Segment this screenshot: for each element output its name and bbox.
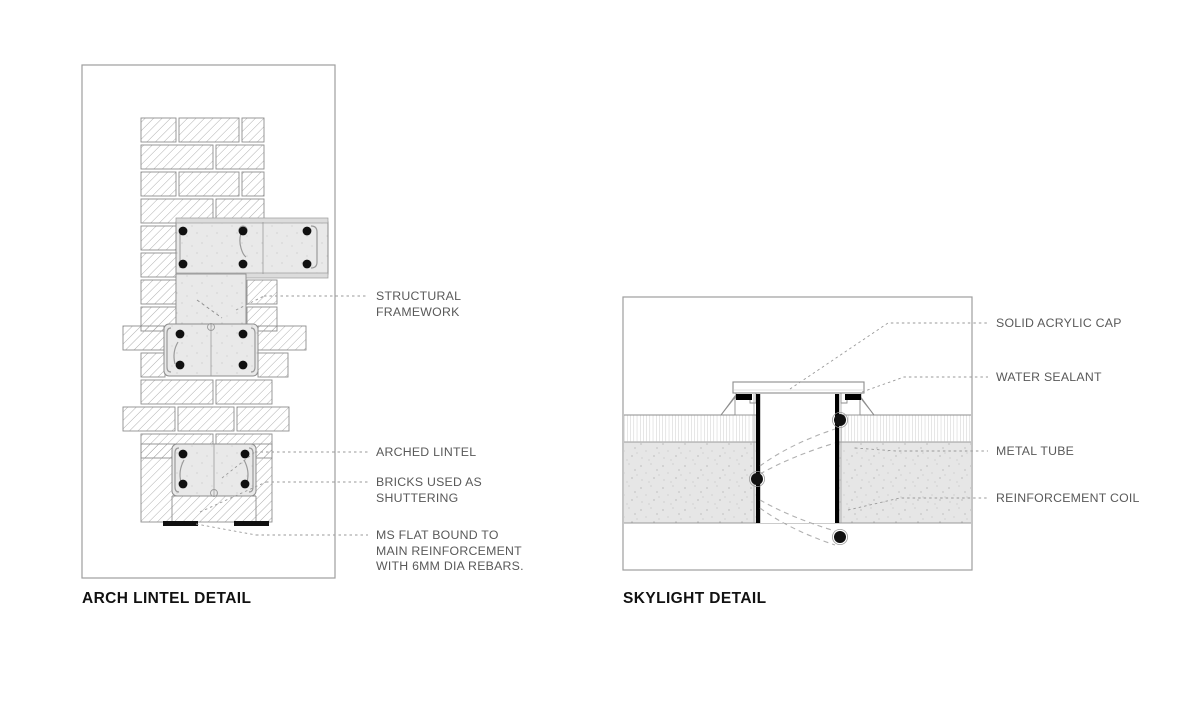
skylight-frame: [622, 296, 973, 571]
callout-arched-lintel: ARCHED LINTEL: [376, 445, 477, 459]
reinforcement-coil: [759, 428, 836, 546]
callout-solid-acrylic-cap: SOLID ACRYLIC CAP: [996, 316, 1122, 330]
callout-bricks-used-as-shuttering: BRICKS USED AS SHUTTERING: [376, 475, 483, 505]
callout-water-sealant: WATER SEALANT: [996, 370, 1102, 384]
kerb-slope-lines: [720, 395, 875, 416]
skylight-detail-title: SKYLIGHT DETAIL: [623, 590, 767, 607]
callout-ms-flat-bound: MS FLAT BOUND TO MAIN REINFORCEMENT WITH…: [376, 528, 524, 573]
mid-lintel: [163, 299, 259, 377]
skylight-leader-lines: [789, 322, 988, 511]
arch-lintel-detail-title: ARCH LINTEL DETAIL: [82, 590, 252, 607]
arch-lintel-detail-group: [81, 64, 368, 579]
skylight-opening: [760, 394, 835, 523]
water-sealant: [736, 394, 861, 400]
upper-concrete-beam: [175, 217, 329, 279]
arch-leader-lines: [195, 295, 368, 536]
lower-arched-lintel: [171, 443, 257, 497]
brick-masonry: [122, 117, 307, 459]
callout-metal-tube: METAL TUBE: [996, 444, 1075, 458]
concrete-pier: [175, 273, 247, 327]
callout-structural-framework: STRUCTURAL FRAMEWORK: [376, 289, 462, 319]
arch-lintel-frame: [81, 64, 336, 579]
solid-acrylic-cap: [732, 381, 865, 394]
skylight-detail-group: [622, 296, 988, 571]
ms-flat-plates: [163, 521, 269, 526]
rebar-dots: [175, 226, 312, 489]
callout-reinforcement-coil: REINFORCEMENT COIL: [996, 491, 1140, 505]
coil-rebar-dots: [749, 411, 849, 546]
